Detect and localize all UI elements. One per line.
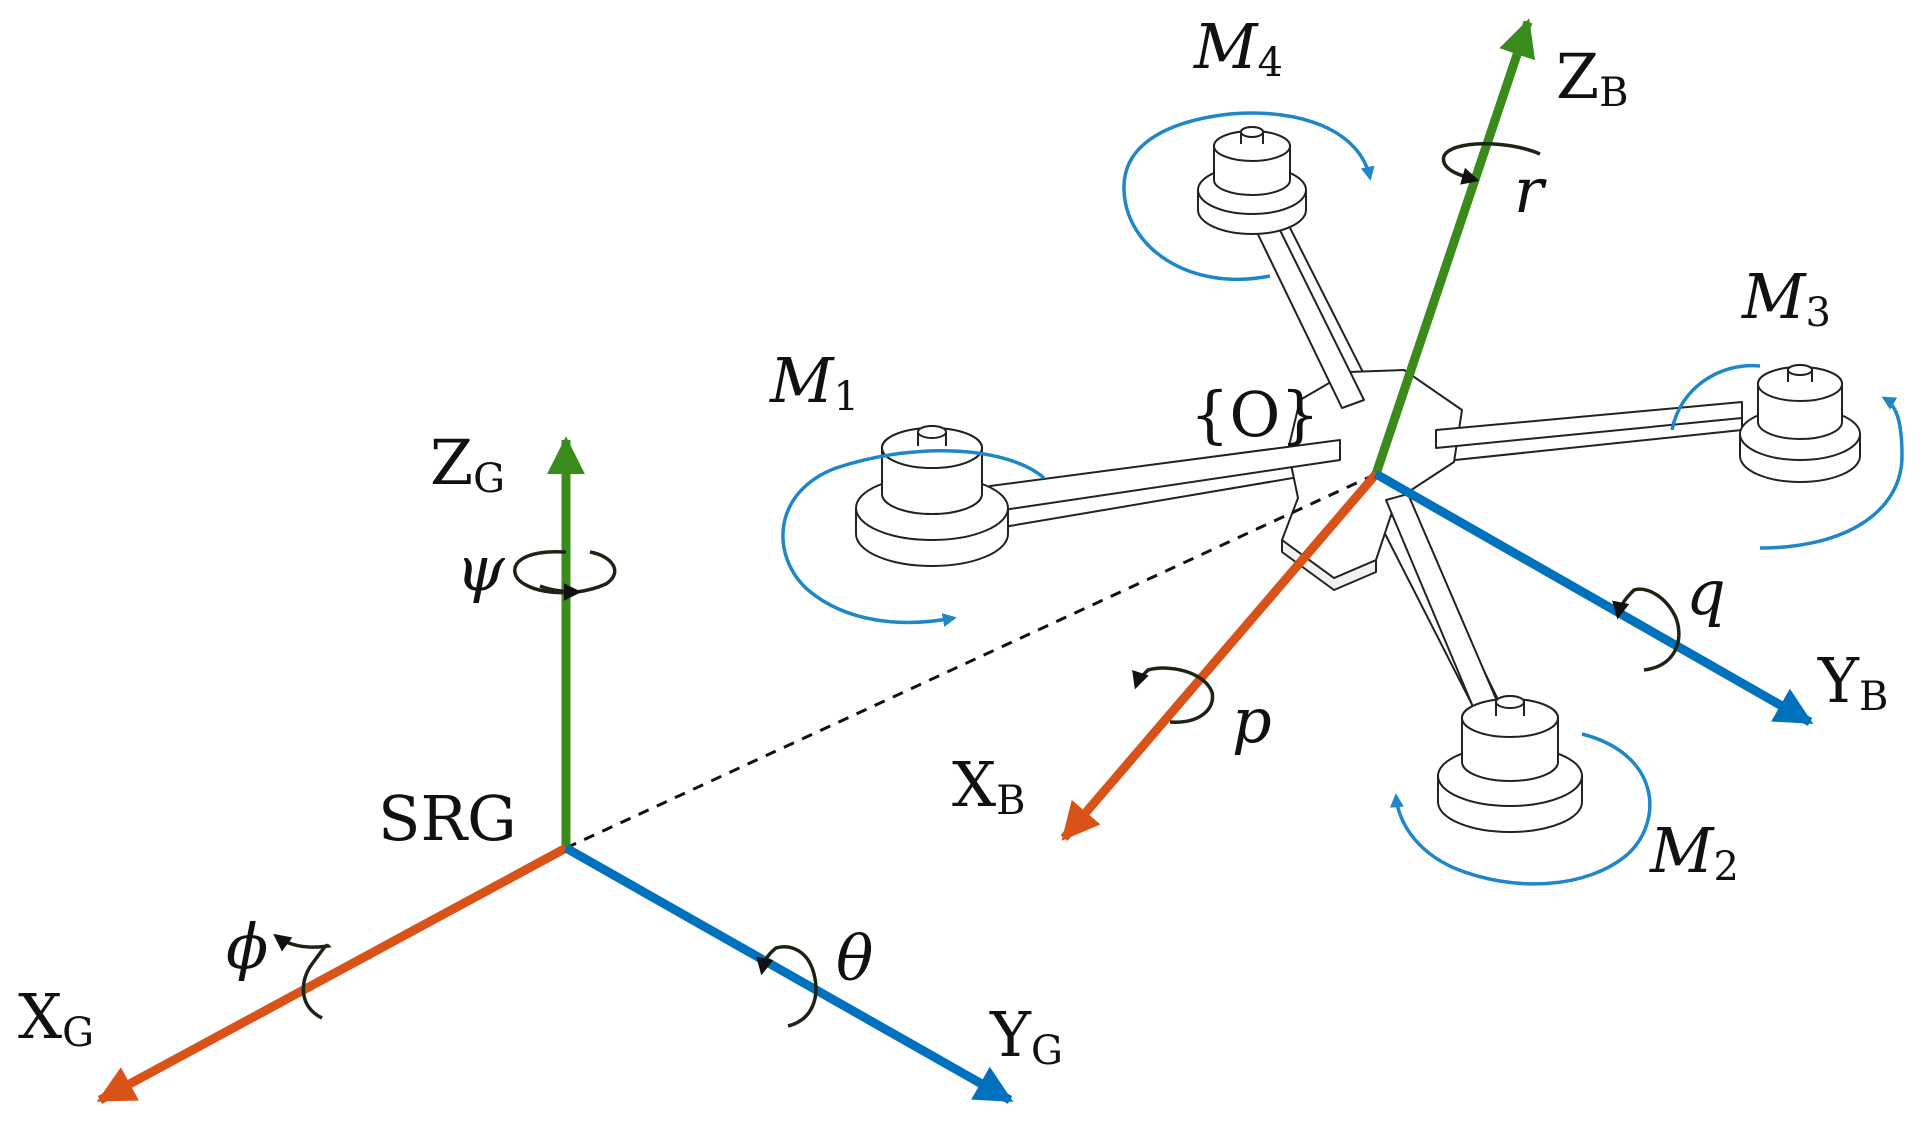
motor-m3 <box>1739 364 1861 483</box>
r-label: r <box>1514 154 1547 227</box>
motor-m1 <box>855 425 1009 567</box>
frame-link-line <box>565 472 1377 850</box>
z-b-label: ZB <box>1556 40 1629 116</box>
yaw-rotation-arrow-head <box>539 583 582 601</box>
quadrotor-body <box>985 213 1743 729</box>
roll-rate-arrow <box>1132 666 1215 724</box>
srg-label: SRG <box>378 782 517 855</box>
x-g-label: XG <box>18 980 94 1056</box>
theta-label: θ <box>836 922 873 995</box>
body-frame-axes <box>1060 18 1814 841</box>
x-b-axis <box>1060 471 1380 841</box>
y-g-label: YG <box>989 998 1063 1074</box>
ground-frame-axes <box>96 436 1014 1104</box>
arm-m3-top <box>1435 401 1743 449</box>
p-label: p <box>1232 684 1272 757</box>
z-g-label: ZG <box>430 426 505 502</box>
arm-m2-top <box>1385 493 1501 715</box>
motors <box>855 126 1861 833</box>
z-b-axis <box>1371 18 1536 476</box>
psi-label: ψ <box>456 532 506 605</box>
rotor-arrow-m4 <box>1122 111 1375 282</box>
roll-rotation-arrow <box>273 933 332 1020</box>
rotor-arrow-m2 <box>1389 732 1652 886</box>
rotor-arrow-m1 <box>781 449 1046 627</box>
yaw-rotation-arrow <box>513 550 617 595</box>
x-b-label: XB <box>952 748 1026 824</box>
m3-label: M3 <box>1741 260 1831 336</box>
rotor-arrow-m3-back <box>1670 363 1761 431</box>
rotor-arrow-m3 <box>1759 396 1904 550</box>
body-origin-label: {O} <box>1190 378 1320 451</box>
y-g-axis <box>563 844 1014 1104</box>
rotation-arrows <box>273 142 1681 1028</box>
yaw-rate-arrow <box>1441 142 1541 185</box>
motor-m2 <box>1437 695 1583 833</box>
pitch-rate-arrow <box>1612 587 1681 672</box>
m2-label: M2 <box>1649 814 1739 890</box>
labels: SRG ZG XG YG ψ ϕ θ {O} ZB XB YB r p q M1… <box>18 10 1888 1074</box>
y-b-label: YB <box>1817 644 1888 720</box>
motor-m4 <box>1197 126 1307 235</box>
phi-label: ϕ <box>226 910 268 983</box>
rotor-spin-arrows <box>781 111 1904 886</box>
y-b-axis <box>1373 470 1814 726</box>
m1-label: M1 <box>769 344 859 420</box>
x-g-axis <box>96 844 569 1104</box>
m4-label: M4 <box>1193 10 1283 86</box>
q-label: q <box>1686 556 1726 629</box>
pitch-rotation-arrow <box>756 945 818 1028</box>
